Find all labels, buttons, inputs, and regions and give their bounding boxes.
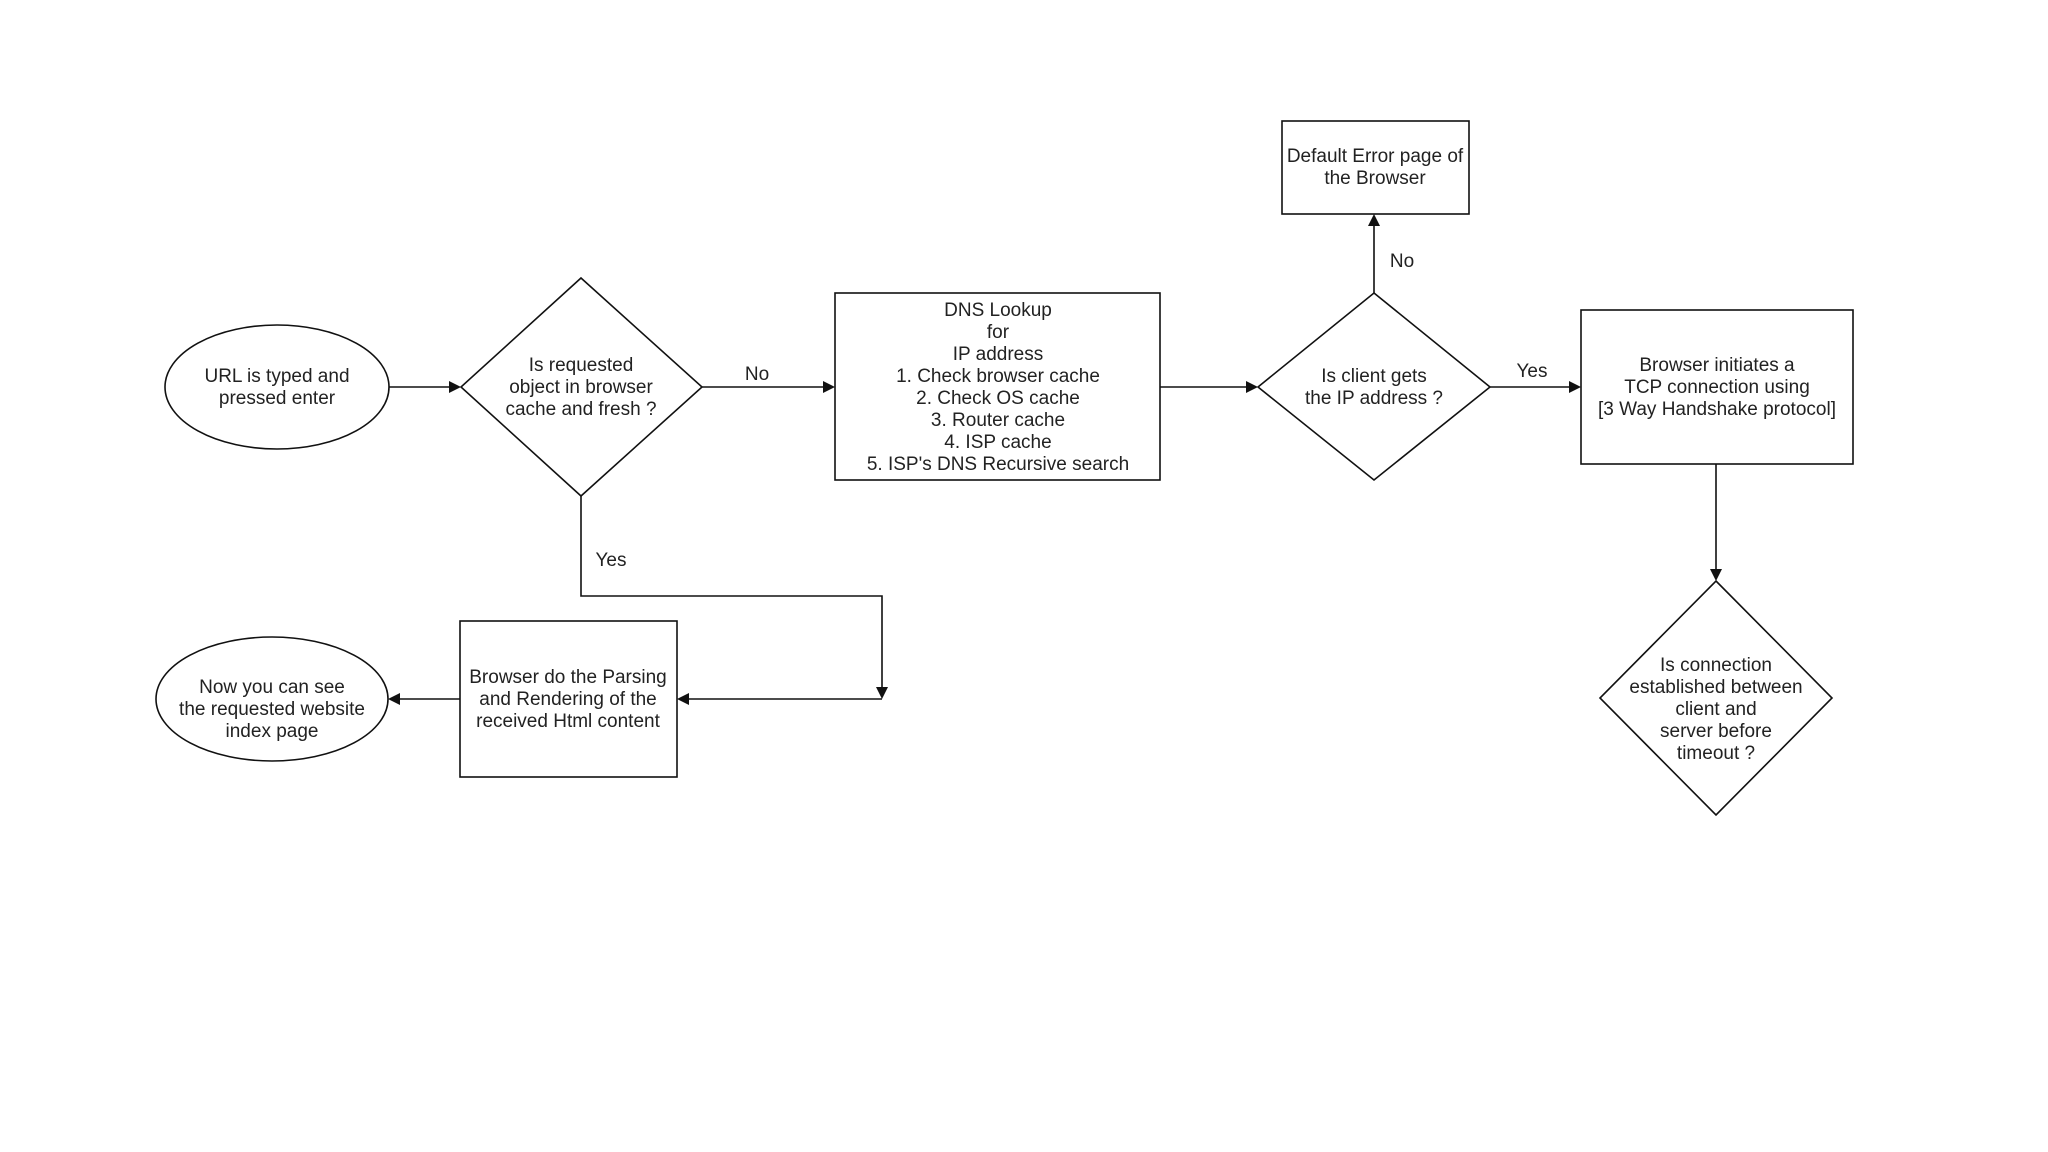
node-text-line: Is connection: [1660, 655, 1772, 676]
arrowhead-error: [1368, 214, 1380, 226]
render-box: [459, 620, 678, 778]
node-text-line: Browser do the Parsing: [469, 667, 667, 688]
node-text-line: the Browser: [1324, 168, 1426, 189]
node-text-line: 2. Check OS cache: [916, 388, 1080, 409]
node-text-line: 1. Check browser cache: [896, 366, 1100, 387]
arrowhead-connection: [1710, 569, 1722, 581]
label-ip-yes: Yes: [1517, 361, 1548, 382]
arrowhead-cache: [449, 381, 461, 393]
edge-cache-to-render: [580, 496, 883, 690]
node-text-line: received Html content: [476, 711, 660, 732]
node-text-line: TCP connection using: [1624, 377, 1810, 398]
arrowhead-render: [677, 693, 689, 705]
ip-check-decision: [1256, 291, 1492, 482]
arrowhead-end: [388, 693, 400, 705]
connection-check-decision: [1598, 579, 1834, 817]
node-text-line: [3 Way Handshake protocol]: [1598, 399, 1836, 420]
node-text-line: object in browser: [509, 377, 653, 398]
start-node: [164, 324, 390, 450]
node-text-line: Browser initiates a: [1639, 355, 1795, 376]
node-text-line: timeout ?: [1677, 743, 1755, 764]
label-cache-yes: Yes: [596, 550, 627, 571]
node-text-line: Default Error page of: [1287, 146, 1464, 167]
node-text-line: 3. Router cache: [931, 410, 1065, 431]
node-text-line: and Rendering of the: [479, 689, 656, 710]
node-text-line: the requested website: [179, 699, 365, 720]
node-text-line: index page: [226, 721, 319, 742]
tcp-connect-box: [1580, 309, 1854, 465]
dns-lookup-box: [834, 292, 1161, 481]
node-text-line: 5. ISP's DNS Recursive search: [867, 454, 1129, 475]
node-text-line: client and: [1675, 699, 1756, 720]
arrowhead-down-yes: [876, 687, 888, 699]
node-text-line: Now you can see: [199, 677, 345, 698]
error-page-box: [1281, 120, 1470, 215]
node-text-line: for: [987, 322, 1010, 343]
node-text-line: IP address: [953, 344, 1043, 365]
label-ip-no: No: [1390, 251, 1414, 272]
arrowhead-dns: [823, 381, 835, 393]
node-text-line: server before: [1660, 721, 1772, 742]
node-text-line: cache and fresh ?: [505, 399, 656, 420]
node-text-line: established between: [1629, 677, 1802, 698]
node-text-line: URL is typed and: [204, 366, 349, 387]
node-text-line: Is client gets: [1321, 366, 1427, 387]
arrowhead-tcp: [1569, 381, 1581, 393]
label-cache-no: No: [745, 364, 769, 385]
node-text-line: 4. ISP cache: [944, 432, 1051, 453]
node-text-line: the IP address ?: [1305, 388, 1443, 409]
node-text-line: DNS Lookup: [944, 300, 1052, 321]
node-text-line: Is requested: [529, 355, 634, 376]
arrowhead-ip: [1246, 381, 1258, 393]
node-text-line: pressed enter: [219, 388, 336, 409]
